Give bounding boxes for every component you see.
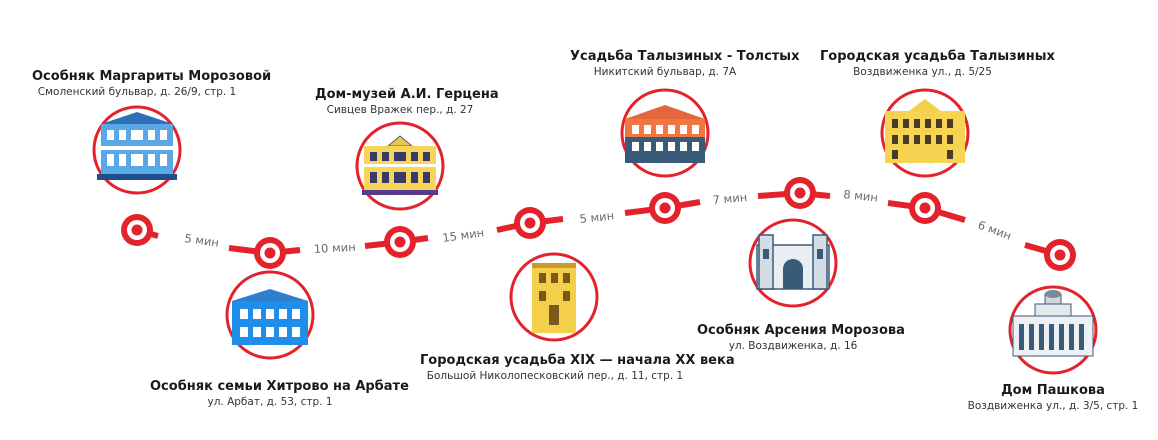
- segment-time-5: 7 мин: [712, 190, 748, 207]
- segment-time-6: 8 мин: [843, 187, 879, 205]
- blue-mansion-icon: [92, 105, 182, 195]
- stop-address-2: ул. Арбат, д. 53, стр. 1: [207, 396, 333, 408]
- orange-estate-icon: [620, 88, 710, 178]
- stop-title-6: Особняк Арсения Морозова: [697, 323, 905, 338]
- stop-address-3: Сивцев Вражек пер., д. 27: [326, 104, 474, 116]
- stop-marker-1: [121, 214, 153, 246]
- segment-time-7: 6 мин: [976, 218, 1013, 243]
- stop-address-6: ул. Воздвиженка, д. 16: [728, 340, 858, 352]
- stop-title-8: Дом Пашкова: [1001, 383, 1105, 398]
- stop-label-7: Городская усадьба Талызиных Воздвиженка …: [820, 48, 1055, 80]
- pashkov-house-icon: [1008, 285, 1098, 375]
- stop-marker-2: [254, 237, 286, 269]
- stop-title-7: Городская усадьба Талызиных: [820, 49, 1055, 64]
- stop-address-5: Никитский бульвар, д. 7А: [593, 66, 737, 78]
- stop-address-8: Воздвиженка ул., д. 3/5, стр. 1: [967, 400, 1139, 412]
- stop-marker-4: [514, 207, 546, 239]
- stop-title-4: Городская усадьба XIX — начала XX века: [420, 353, 735, 368]
- stop-label-3: Дом-музей А.И. Герцена Сивцев Вражек пер…: [315, 86, 499, 118]
- stop-marker-6: [784, 177, 816, 209]
- segment-time-2: 10 мин: [313, 240, 356, 256]
- stop-title-1: Особняк Маргариты Морозовой: [32, 69, 272, 84]
- stop-marker-5: [649, 192, 681, 224]
- stop-title-3: Дом-музей А.И. Герцена: [315, 87, 499, 102]
- segment-time-3: 15 мин: [441, 225, 485, 245]
- stop-title-2: Особняк семьи Хитрово на Арбате: [150, 379, 409, 394]
- stop-address-4: Большой Николопесковский пер., д. 11, ст…: [426, 370, 684, 382]
- segment-time-4: 5 мин: [579, 208, 615, 226]
- stop-label-2: Особняк семьи Хитрово на Арбате ул. Арба…: [150, 378, 409, 410]
- stop-title-5: Усадьба Талызиных - Толстых: [570, 49, 800, 64]
- moorish-mansion-icon: [748, 218, 838, 308]
- stop-marker-7: [909, 192, 941, 224]
- stop-label-1: Особняк Маргариты Морозовой Смоленский б…: [32, 68, 272, 100]
- stop-label-8: Дом Пашкова Воздвиженка ул., д. 3/5, стр…: [960, 382, 1146, 414]
- blue-house-icon: [225, 270, 315, 360]
- yellow-estate-icon: [880, 88, 970, 178]
- stop-marker-8: [1044, 239, 1076, 271]
- stop-marker-3: [384, 226, 416, 258]
- stop-address-1: Смоленский бульвар, д. 26/9, стр. 1: [37, 86, 237, 98]
- yellow-house-icon: [355, 121, 445, 211]
- segment-time-1: 5 мин: [184, 231, 220, 250]
- yellow-townhouse-icon: [509, 252, 599, 342]
- stop-label-5: Усадьба Талызиных - Толстых Никитский бу…: [570, 48, 800, 80]
- stop-address-7: Воздвиженка ул., д. 5/25: [853, 66, 992, 78]
- stop-label-6: Особняк Арсения Морозова ул. Воздвиженка…: [697, 322, 905, 354]
- stop-label-4: Городская усадьба XIX — начала XX века Б…: [420, 352, 735, 384]
